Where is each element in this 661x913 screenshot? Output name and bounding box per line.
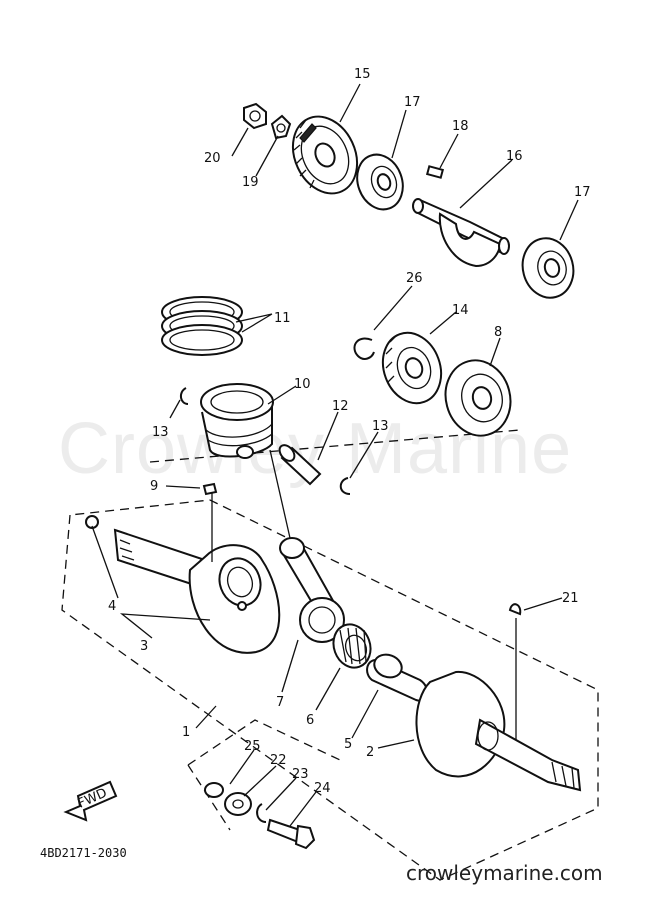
part-connecting-rod — [279, 537, 345, 643]
part-o-ring — [204, 782, 224, 798]
part-crank-pin — [366, 653, 429, 702]
site-url-link[interactable]: crowleymarine.com — [406, 861, 603, 885]
fwd-arrow-icon: FWD — [63, 780, 118, 822]
part-crank-right — [415, 670, 582, 792]
callout-26: 26 — [406, 271, 423, 286]
callout-21: 21 — [562, 591, 579, 606]
crankshaft-assembly-outline — [61, 499, 599, 881]
part-nut — [243, 102, 267, 130]
callout-5: 5 — [344, 737, 352, 752]
callout-1: 1 — [182, 725, 190, 740]
callout-15: 15 — [354, 67, 371, 82]
callout-24: 24 — [314, 781, 331, 796]
part-gear — [291, 115, 359, 195]
part-bearing-upper — [356, 153, 404, 211]
part-washer — [224, 792, 252, 816]
part-key-right — [508, 603, 522, 616]
part-bearing-crank — [444, 359, 512, 437]
part-circlip-large — [353, 337, 375, 360]
callout-13-left: 13 — [152, 425, 169, 440]
part-circlip-right — [339, 477, 351, 495]
callout-25: 25 — [244, 739, 261, 754]
fwd-label: FWD — [76, 786, 110, 812]
leader-lines — [91, 83, 579, 827]
part-bolt — [266, 818, 316, 850]
part-spring-washer — [256, 803, 267, 823]
callout-23: 23 — [292, 767, 309, 782]
part-circlip-left — [180, 387, 189, 405]
callout-22: 22 — [270, 753, 287, 768]
callout-6: 6 — [306, 713, 314, 728]
part-drive-gear — [381, 331, 443, 405]
callout-2: 2 — [366, 745, 374, 760]
callout-10: 10 — [294, 377, 311, 392]
dashed-assembly-outlines — [61, 429, 599, 881]
callout-8: 8 — [494, 325, 502, 340]
part-key — [425, 165, 445, 179]
part-balancer-shaft — [412, 198, 510, 268]
callout-3: 3 — [140, 639, 148, 654]
callout-4: 4 — [108, 599, 116, 614]
part-crank-key — [202, 482, 218, 496]
callout-14: 14 — [452, 303, 469, 318]
callout-20: 20 — [204, 151, 221, 166]
part-needle-bearing — [332, 623, 372, 669]
hardware-group-outline — [187, 719, 341, 831]
part-lock-washer — [270, 114, 292, 140]
callout-18: 18 — [452, 119, 469, 134]
callout-12: 12 — [332, 399, 349, 414]
callout-7: 7 — [276, 695, 284, 710]
callout-17-upper: 17 — [404, 95, 421, 110]
callout-13-right: 13 — [372, 419, 389, 434]
callout-17-right: 17 — [574, 185, 591, 200]
callout-16: 16 — [506, 149, 523, 164]
part-piston-pin — [278, 444, 322, 486]
callout-11: 11 — [274, 311, 291, 326]
part-crank-left — [85, 515, 281, 654]
diagram-code: 4BD2171-2030 — [40, 846, 127, 860]
callout-9: 9 — [150, 479, 158, 494]
part-piston-rings — [161, 296, 243, 356]
part-bearing-right — [521, 237, 575, 299]
piston-group-outline — [149, 429, 521, 463]
part-piston — [200, 383, 274, 459]
callout-numbers: 15 17 18 16 17 20 19 11 26 14 8 10 12 13… — [108, 67, 591, 796]
callout-19: 19 — [242, 175, 259, 190]
